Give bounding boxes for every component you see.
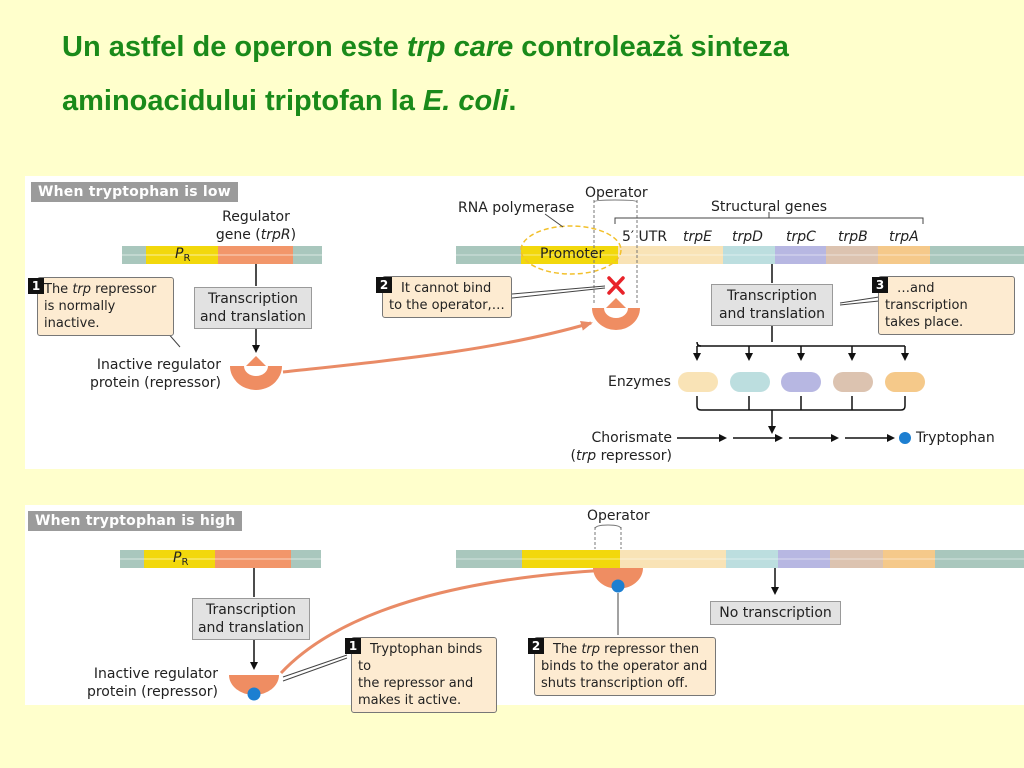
regulator-line2a: gene ( bbox=[215, 227, 261, 243]
gene-trpA-label: trpA bbox=[889, 229, 919, 245]
operon-dna-strand-high bbox=[456, 550, 1024, 568]
callout-high2-c: repressor then bbox=[600, 642, 700, 657]
regulator-dna-strand bbox=[122, 246, 322, 264]
tryptophan-label: Tryptophan bbox=[916, 430, 995, 446]
title-part5: E. coli bbox=[422, 85, 509, 117]
callout-step1-low: The trp repressor is normally inactive. bbox=[37, 277, 174, 336]
structural-genes-label: Structural genes bbox=[711, 199, 828, 215]
pr-sub: R bbox=[183, 253, 191, 264]
callout2-line2: to the operator,… bbox=[389, 298, 505, 313]
rna-polymerase-label: RNA polymerase bbox=[458, 200, 575, 216]
callout-high2-a: The bbox=[553, 642, 582, 657]
chorismate-sub-b: trp bbox=[576, 448, 597, 464]
step-number-1-high: 1 bbox=[345, 638, 361, 654]
gene-trpE-label: trpE bbox=[683, 229, 712, 245]
title-part3: controlează sinteza bbox=[513, 31, 789, 63]
inactive-line2: protein (repressor) bbox=[89, 375, 221, 391]
gene-trpB-label: trpB bbox=[838, 229, 868, 245]
title-part1: Un astfel de operon este bbox=[62, 31, 407, 63]
callout3-line2: takes place. bbox=[885, 315, 964, 330]
step-number-3-low: 3 bbox=[872, 277, 888, 293]
no-transcription-box: No transcription bbox=[710, 601, 841, 625]
tt-high-line2: and translation bbox=[197, 620, 305, 636]
chorismate-name: Chorismate bbox=[591, 430, 672, 446]
callout-high2-b: trp bbox=[581, 642, 601, 657]
callout-step3-low: …and transcription takes place. bbox=[878, 276, 1015, 335]
repressor-binding-arrow bbox=[279, 565, 612, 675]
tt-line1: Transcription bbox=[207, 291, 299, 307]
callout-step2-high: The trp repressor then binds to the oper… bbox=[534, 637, 716, 696]
regulator-line2b: trpR bbox=[260, 227, 291, 243]
pr-p-high: P bbox=[173, 550, 182, 566]
tt-high-line1: Transcription bbox=[205, 602, 297, 618]
enzymes-label: Enzymes bbox=[608, 374, 671, 390]
pr-label-high: PR bbox=[173, 549, 188, 572]
step-number-2-high: 2 bbox=[528, 638, 544, 654]
utr-label: 5′ UTR bbox=[622, 229, 668, 245]
inactive-regulator-label-high: Inactive regulator protein (repressor) bbox=[61, 665, 218, 701]
callout-high2-line2: binds to the operator and bbox=[541, 659, 708, 674]
tt2-line2: and translation bbox=[718, 306, 826, 322]
transcription-translation-box-operon: Transcription and translation bbox=[711, 284, 833, 326]
callout-high1-line3: makes it active. bbox=[358, 693, 462, 708]
cannot-bind-x-icon bbox=[607, 276, 625, 295]
callout-step2-low: It cannot bind to the operator,… bbox=[382, 276, 512, 318]
regulator-line1: Regulator bbox=[222, 209, 290, 225]
callout-high1-line1: Tryptophan binds to bbox=[358, 642, 483, 674]
title-part6: . bbox=[508, 85, 517, 117]
gene-trpC-label: trpC bbox=[786, 229, 816, 245]
tryptophan-dot-icon bbox=[899, 432, 911, 444]
panel-low-graphics bbox=[122, 199, 1024, 444]
active-repressor-shape bbox=[229, 675, 279, 701]
transcription-translation-box-high: Transcription and translation bbox=[192, 598, 310, 640]
callout3-line1: …and transcription bbox=[885, 281, 968, 313]
enzymes-group bbox=[678, 372, 925, 392]
chorismate-sub-a: ( bbox=[570, 448, 577, 464]
callout-step1-high: Tryptophan binds to the repressor and ma… bbox=[351, 637, 497, 713]
regulator-line2c: ) bbox=[290, 227, 297, 243]
panel-tryptophan-low: When tryptophan is low Regulator gene (t… bbox=[25, 176, 1024, 469]
pr-sub-high: R bbox=[181, 557, 189, 568]
tt-line2: and translation bbox=[199, 309, 307, 325]
panel-tryptophan-high: When tryptophan is high PR Operator Tran… bbox=[25, 505, 1024, 713]
inactive-high-line1: Inactive regulator bbox=[93, 666, 218, 682]
panel-tag-high: When tryptophan is high bbox=[28, 511, 243, 531]
callout1-line2: is normally inactive. bbox=[44, 299, 116, 331]
panel-high-graphics bbox=[120, 524, 1024, 701]
title-part2: trp care bbox=[406, 31, 514, 63]
callout1-b: trp bbox=[72, 282, 92, 297]
callout-high1-line2: the repressor and bbox=[358, 676, 474, 691]
bound-repressor-shape bbox=[593, 568, 643, 593]
transcription-translation-box-regulator: Transcription and translation bbox=[194, 287, 312, 329]
callout2-line1: It cannot bind bbox=[401, 281, 492, 296]
callout1-c: repressor bbox=[91, 282, 157, 297]
inactive-regulator-label-low: Inactive regulator protein (repressor) bbox=[65, 356, 221, 392]
chorismate-label: Chorismate (trp repressor) bbox=[545, 429, 672, 465]
panel-tag-low: When tryptophan is low bbox=[31, 182, 238, 202]
unbound-repressor-shape bbox=[592, 298, 640, 330]
repressor-to-operator-arrow bbox=[282, 320, 593, 374]
chorismate-sub-c: repressor) bbox=[596, 448, 672, 464]
gene-trpD-label: trpD bbox=[732, 229, 763, 245]
callout-high2-line3: shuts transcription off. bbox=[541, 676, 689, 691]
inactive-high-line2: protein (repressor) bbox=[86, 684, 218, 700]
step-number-1-low: 1 bbox=[28, 278, 44, 294]
operator-label-high: Operator bbox=[587, 508, 650, 524]
regulator-dna-strand-high bbox=[120, 550, 321, 568]
inactive-repressor-shape bbox=[230, 356, 282, 390]
operator-label-low: Operator bbox=[585, 185, 648, 201]
slide-title: Un astfel de operon este trp care contro… bbox=[62, 20, 1002, 128]
regulator-gene-label: Regulator gene (trpR) bbox=[206, 208, 306, 244]
tt2-line1: Transcription bbox=[726, 288, 818, 304]
promoter-label: Promoter bbox=[540, 246, 605, 262]
pr-label: PR bbox=[175, 245, 190, 268]
step-number-2-low: 2 bbox=[376, 277, 392, 293]
callout1-a: The bbox=[44, 282, 73, 297]
inactive-line1: Inactive regulator bbox=[96, 357, 221, 373]
title-part4: aminoacidului triptofan la bbox=[62, 85, 423, 117]
operon-dna-strand bbox=[456, 246, 1024, 264]
pr-p: P bbox=[175, 246, 184, 262]
